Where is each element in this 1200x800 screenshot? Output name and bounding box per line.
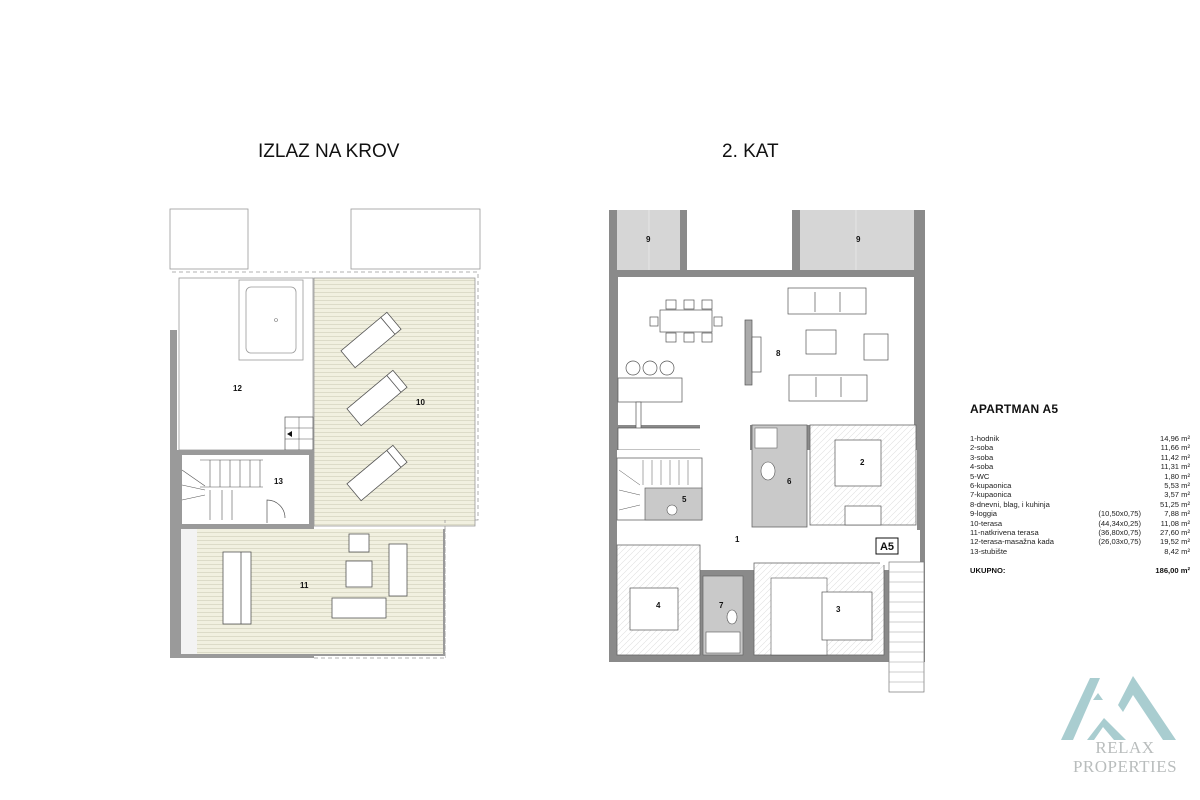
room-label-1: 1: [735, 535, 740, 544]
floor-plan-2nd: A5 9 9 8 2 6 5 1 4 7 3: [609, 205, 925, 693]
room-label-12: 12: [233, 384, 242, 393]
legend-row: 11-natkrivena terasa(36,80x0,75)27,60 m²: [970, 528, 1190, 538]
roof-plan-title: IZLAZ NA KROV: [258, 141, 400, 162]
room-label-9a: 9: [646, 235, 651, 244]
room-label-5: 5: [682, 495, 687, 504]
room-label-7: 7: [719, 601, 724, 610]
legend-title: APARTMAN A5: [970, 402, 1059, 416]
legend-total: UKUPNO:186,00 m²: [970, 566, 1190, 576]
legend-row: 9-loggia(10,50x0,75)7,88 m²: [970, 509, 1190, 519]
room-label-13: 13: [274, 477, 283, 486]
apartment-tag: A5: [880, 541, 894, 553]
floor-plan-title: 2. KAT: [722, 141, 779, 162]
room-label-6: 6: [787, 477, 792, 486]
room-label-8: 8: [776, 349, 781, 358]
room-label-10: 10: [416, 398, 425, 407]
relax-properties-logo-icon: [1061, 676, 1176, 740]
room-label-9b: 9: [856, 235, 861, 244]
legend-row: 10-terasa(44,34x0,25)11,08 m²: [970, 518, 1190, 528]
room-label-2: 2: [860, 458, 865, 467]
room-label-11: 11: [300, 581, 309, 590]
logo-line-2: PROPERTIES: [1072, 757, 1178, 776]
relax-properties-logo: RELAX PROPERTIES: [1055, 738, 1195, 776]
legend-row: 12-terasa-masažna kada(26,03x0,75)19,52 …: [970, 537, 1190, 547]
roof-plan: 12 10 13 11: [169, 208, 481, 660]
room-label-3: 3: [836, 605, 841, 614]
room-label-4: 4: [656, 601, 661, 610]
logo-line-1: RELAX: [1095, 738, 1155, 757]
